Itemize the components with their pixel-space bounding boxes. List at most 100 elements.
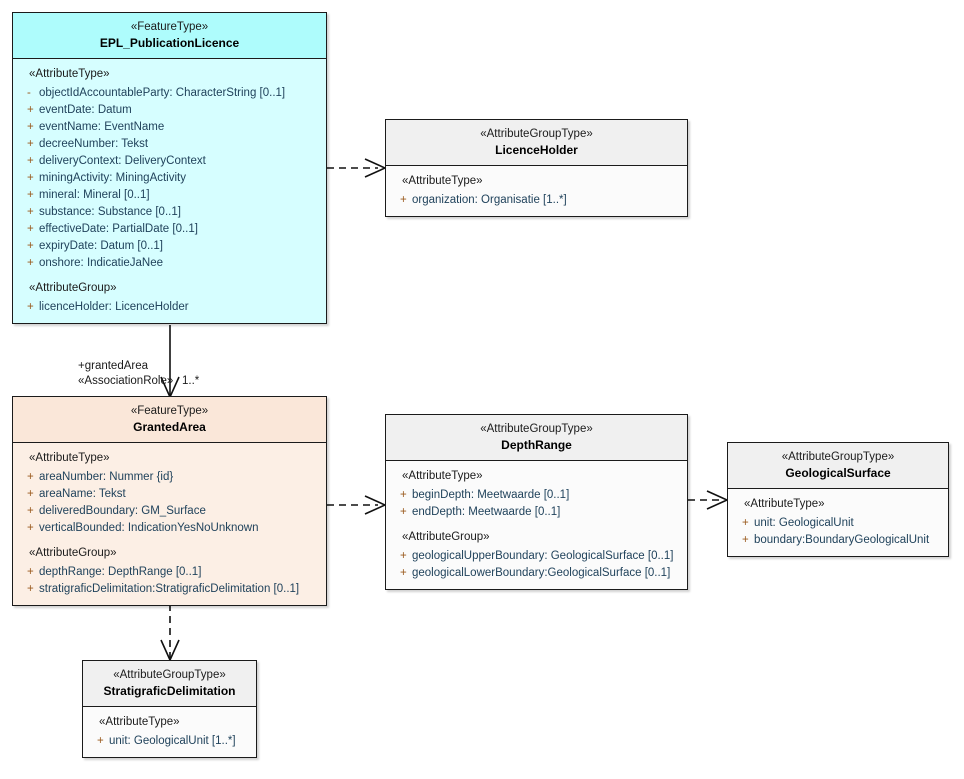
attribute-row: + licenceHolder: LicenceHolder — [13, 299, 326, 316]
attribute-row: + effectiveDate: PartialDate [0..1] — [13, 221, 326, 238]
class-header: «AttributeGroupType» DepthRange — [386, 415, 687, 461]
attribute-text: deliveryContext: DeliveryContext — [39, 155, 206, 167]
attribute-text: depthRange: DepthRange [0..1] — [39, 566, 202, 578]
class-header: «AttributeGroupType» LicenceHolder — [386, 120, 687, 166]
class-header: «FeatureType» EPL_PublicationLicence — [13, 13, 326, 59]
visibility-marker: + — [27, 138, 34, 150]
class-stereotype: «AttributeGroupType» — [480, 423, 593, 435]
attribute-row: + unit: GeologicalUnit [1..*] — [83, 733, 256, 750]
attribute-row: + expiryDate: Datum [0..1] — [13, 238, 326, 255]
attribute-text: licenceHolder: LicenceHolder — [39, 301, 189, 313]
class-body: «AttributeType» - objectIdAccountablePar… — [13, 59, 326, 323]
class-name: DepthRange — [501, 438, 572, 452]
attribute-text: objectIdAccountableParty: CharacterStrin… — [39, 87, 286, 99]
attribute-row: + depthRange: DepthRange [0..1] — [13, 564, 326, 581]
compartment-label: «AttributeType» — [29, 452, 110, 464]
association-stereotype-label: «AssociationRole» — [78, 375, 174, 387]
class-stereotype: «FeatureType» — [130, 21, 209, 33]
attribute-row: + substance: Substance [0..1] — [13, 204, 326, 221]
attribute-text: organization: Organisatie [1..*] — [412, 194, 567, 206]
visibility-marker: + — [27, 223, 34, 235]
attribute-row: - objectIdAccountableParty: CharacterStr… — [13, 85, 326, 102]
visibility-marker: + — [27, 488, 34, 500]
visibility-marker: + — [400, 194, 407, 206]
visibility-marker: + — [400, 550, 407, 562]
attribute-row: + miningActivity: MiningActivity — [13, 170, 326, 187]
compartment-label: «AttributeGroup» — [29, 547, 117, 559]
class-box-granted-area[interactable]: «FeatureType» GrantedArea «AttributeType… — [12, 396, 327, 606]
class-box-depth-range[interactable]: «AttributeGroupType» DepthRange «Attribu… — [385, 414, 688, 590]
attribute-text: substance: Substance [0..1] — [39, 206, 181, 218]
connector-licence-to-licenceholder — [327, 158, 387, 178]
attribute-row: + unit: GeologicalUnit — [728, 515, 948, 532]
class-box-geological-surface[interactable]: «AttributeGroupType» GeologicalSurface «… — [727, 442, 949, 557]
class-stereotype: «AttributeGroupType» — [480, 128, 593, 140]
attribute-text: mineral: Mineral [0..1] — [39, 189, 150, 201]
visibility-marker: + — [400, 489, 407, 501]
class-box-epl-publication-licence[interactable]: «FeatureType» EPL_PublicationLicence «At… — [12, 12, 327, 324]
compartment-spacer — [13, 272, 326, 280]
attribute-text: expiryDate: Datum [0..1] — [39, 240, 163, 252]
class-name: EPL_PublicationLicence — [99, 36, 240, 50]
attribute-text: deliveredBoundary: GM_Surface — [39, 505, 206, 517]
compartment-label: «AttributeType» — [402, 175, 483, 187]
class-body: «AttributeType» + areaNumber: Nummer {id… — [13, 443, 326, 605]
association-role-label: +grantedArea — [78, 360, 149, 372]
visibility-marker: + — [27, 189, 34, 201]
attribute-row: + organization: Organisatie [1..*] — [386, 192, 687, 209]
visibility-marker: + — [400, 567, 407, 579]
class-name: GeologicalSurface — [785, 466, 891, 480]
visibility-marker: - — [27, 87, 31, 99]
attribute-text: verticalBounded: IndicationYesNoUnknown — [39, 522, 259, 534]
attribute-row: + beginDepth: Meetwaarde [0..1] — [386, 487, 687, 504]
class-body: «AttributeType» + unit: GeologicalUnit +… — [728, 489, 948, 556]
class-stereotype: «AttributeGroupType» — [113, 669, 226, 681]
compartment-label: «AttributeType» — [29, 68, 110, 80]
visibility-marker: + — [27, 566, 34, 578]
attribute-text: eventName: EventName — [39, 121, 165, 133]
class-body: «AttributeType» + unit: GeologicalUnit [… — [83, 707, 256, 757]
visibility-marker: + — [27, 240, 34, 252]
class-header: «AttributeGroupType» GeologicalSurface — [728, 443, 948, 489]
attribute-row: + geologicalUpperBoundary: GeologicalSur… — [386, 548, 687, 565]
attribute-text: stratigraficDelimitation:StratigraficDel… — [39, 583, 300, 595]
class-stereotype: «AttributeGroupType» — [781, 451, 895, 463]
visibility-marker: + — [27, 104, 34, 116]
class-box-licence-holder[interactable]: «AttributeGroupType» LicenceHolder «Attr… — [385, 119, 688, 217]
attribute-text: unit: GeologicalUnit [1..*] — [109, 735, 236, 747]
visibility-marker: + — [742, 517, 749, 529]
attribute-text: areaNumber: Nummer {id} — [39, 471, 174, 483]
compartment-spacer — [13, 537, 326, 545]
class-header: «AttributeGroupType» StratigraficDelimit… — [83, 661, 256, 707]
attribute-row: + verticalBounded: IndicationYesNoUnknow… — [13, 520, 326, 537]
attribute-row: + endDepth: Meetwaarde [0..1] — [386, 504, 687, 521]
visibility-marker: + — [27, 121, 34, 133]
visibility-marker: + — [400, 506, 407, 518]
attribute-row: + stratigraficDelimitation:StratigraficD… — [13, 581, 326, 598]
visibility-marker: + — [27, 522, 34, 534]
visibility-marker: + — [97, 735, 104, 747]
attribute-text: unit: GeologicalUnit — [754, 517, 854, 529]
compartment-spacer — [386, 521, 687, 529]
attribute-row: + deliveryContext: DeliveryContext — [13, 153, 326, 170]
association-multiplicity-label: 1..* — [182, 375, 200, 387]
attribute-text: decreeNumber: Tekst — [39, 138, 149, 150]
visibility-marker: + — [27, 257, 34, 269]
attribute-row: + boundary:BoundaryGeologicalUnit — [728, 532, 948, 549]
visibility-marker: + — [27, 301, 34, 313]
attribute-row: + onshore: IndicatieJaNee — [13, 255, 326, 272]
attribute-text: geologicalLowerBoundary:GeologicalSurfac… — [412, 567, 671, 579]
attribute-row: + eventName: EventName — [13, 119, 326, 136]
visibility-marker: + — [27, 583, 34, 595]
attribute-text: boundary:BoundaryGeologicalUnit — [754, 534, 930, 546]
compartment-label: «AttributeType» — [744, 498, 825, 510]
attribute-text: miningActivity: MiningActivity — [39, 172, 186, 184]
visibility-marker: + — [27, 505, 34, 517]
compartment-label: «AttributeType» — [99, 716, 180, 728]
visibility-marker: + — [27, 155, 34, 167]
attribute-text: effectiveDate: PartialDate [0..1] — [39, 223, 198, 235]
class-box-stratigrafic-delimitation[interactable]: «AttributeGroupType» StratigraficDelimit… — [82, 660, 257, 758]
class-name: GrantedArea — [133, 420, 206, 434]
visibility-marker: + — [27, 471, 34, 483]
